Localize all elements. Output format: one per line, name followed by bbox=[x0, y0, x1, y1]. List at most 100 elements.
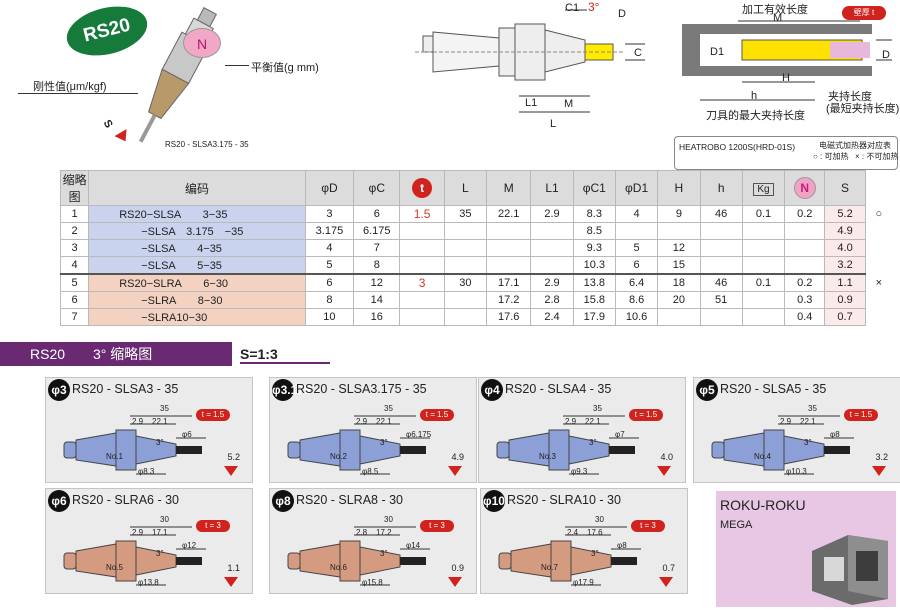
angle-value: 3° bbox=[591, 549, 599, 558]
holder-drawing bbox=[63, 415, 206, 475]
cell-m bbox=[486, 239, 532, 257]
cell-h bbox=[699, 256, 743, 275]
total-length: 35 bbox=[593, 404, 602, 413]
cell-s: 5.2 bbox=[824, 205, 866, 223]
angle-value: 3° bbox=[380, 549, 388, 558]
holder-illustration bbox=[138, 7, 218, 143]
m-value: 22.1 bbox=[152, 417, 168, 426]
l1-value: 2.9 bbox=[780, 417, 792, 426]
cell-d: 5 bbox=[304, 256, 355, 275]
cell-kg bbox=[741, 239, 786, 257]
holder-drawing bbox=[711, 415, 854, 475]
angle-value: 3° bbox=[156, 549, 164, 558]
cell-c: 16 bbox=[353, 308, 401, 326]
total-length: 35 bbox=[384, 404, 393, 413]
cell-l bbox=[443, 308, 488, 326]
cell-c: 14 bbox=[353, 291, 401, 309]
thickness-badge: t = 1.5 bbox=[844, 409, 878, 421]
cell-d1: 4 bbox=[614, 205, 659, 223]
wall-thickness-icon: t bbox=[412, 178, 433, 198]
cell-h bbox=[699, 239, 743, 257]
holder-drawing bbox=[63, 526, 206, 586]
c-value: φ8.5 bbox=[362, 467, 379, 476]
col-n: N bbox=[784, 170, 826, 206]
cell-c: 8 bbox=[353, 256, 401, 275]
dim-h-upper: H bbox=[782, 72, 790, 84]
angle-value: 3° bbox=[380, 438, 388, 447]
cell-code: −SLRA 8−30 bbox=[88, 291, 306, 309]
m-value: 22.1 bbox=[585, 417, 601, 426]
balance-label: 平衡值(g mm) bbox=[251, 62, 319, 74]
thickness-badge: t = 3 bbox=[196, 520, 230, 532]
cell-t: 3 bbox=[399, 273, 445, 292]
c-value: φ15.8 bbox=[362, 578, 383, 587]
cell-no: 1 bbox=[59, 205, 90, 223]
brand-sub: MEGA bbox=[720, 519, 753, 531]
cell-code: RS20−SLSA 3−35 bbox=[88, 205, 306, 223]
cell-code: −SLSA 3.175 −35 bbox=[88, 222, 306, 240]
cell-code: −SLRA10−30 bbox=[88, 308, 306, 326]
l1-value: 2.9 bbox=[132, 528, 144, 537]
thickness-badge: t = 1.5 bbox=[196, 409, 230, 421]
c-value: φ8.3 bbox=[138, 467, 155, 476]
cell-s: 4.9 bbox=[824, 222, 866, 240]
cell-no: 6 bbox=[59, 291, 90, 309]
cell-m: 17.1 bbox=[486, 273, 532, 292]
l1-value: 2.9 bbox=[356, 417, 368, 426]
balance-leader bbox=[225, 65, 249, 66]
col-code: 编码 bbox=[88, 170, 306, 206]
cell-no: 3 bbox=[59, 239, 90, 257]
cell-m: 17.6 bbox=[486, 308, 532, 326]
holder-drawing bbox=[287, 526, 430, 586]
cell-l1 bbox=[530, 222, 574, 240]
spec-table-header: 缩略图 编码 φD φC t L M L1 φC1 φD1 H h Kg N S bbox=[59, 170, 893, 206]
cell-H: 18 bbox=[657, 273, 701, 292]
cell-m: 22.1 bbox=[486, 205, 532, 223]
cell-heat bbox=[865, 292, 892, 309]
m-value: 22.1 bbox=[800, 417, 816, 426]
cell-d: 8 bbox=[304, 291, 355, 309]
deflection-arrow-icon bbox=[224, 466, 238, 476]
cell-t bbox=[399, 308, 445, 326]
heatrobo-note: HEATROBO 1200S(HRD-01S) 电磁式加热器对应表 ○ : 可加… bbox=[674, 136, 898, 170]
col-weight: Kg bbox=[741, 170, 786, 206]
min-clamp-label: (最短夹持长度) bbox=[826, 103, 900, 115]
col-d: φD bbox=[304, 170, 355, 206]
diameter-badge: φ3 bbox=[48, 379, 70, 401]
cell-c1: 8.3 bbox=[572, 205, 616, 223]
cell-n bbox=[784, 222, 826, 240]
col-heat bbox=[865, 170, 893, 206]
section-banner: RS20 3° 缩略图 bbox=[0, 342, 232, 366]
total-length: 35 bbox=[160, 404, 169, 413]
cell-heat bbox=[865, 240, 892, 257]
cell-n bbox=[784, 256, 826, 275]
cell-n: 0.4 bbox=[784, 308, 826, 326]
cell-H: 12 bbox=[657, 239, 701, 257]
cell-d: 3 bbox=[304, 205, 355, 223]
d-value: φ8 bbox=[830, 430, 840, 439]
diameter-badge: φ8 bbox=[272, 490, 294, 512]
cell-c1: 10.3 bbox=[572, 256, 616, 275]
cell-t bbox=[399, 291, 445, 309]
d-value: φ14 bbox=[406, 541, 421, 550]
cell-no: 2 bbox=[59, 222, 90, 240]
tool-number: No.6 bbox=[330, 563, 347, 572]
total-length: 35 bbox=[808, 404, 817, 413]
total-length: 30 bbox=[384, 515, 393, 524]
deflection-arrow-icon bbox=[448, 466, 462, 476]
cell-n bbox=[784, 239, 826, 257]
cell-l1 bbox=[530, 239, 574, 257]
cell-t bbox=[399, 222, 445, 240]
cell-l bbox=[443, 256, 488, 275]
cell-h bbox=[699, 222, 743, 240]
stiffness-value: 0.7 bbox=[662, 563, 675, 573]
heatrobo-note2: ○ : 可加热 bbox=[813, 152, 849, 161]
dim-m: M bbox=[564, 98, 574, 110]
cell-kg: 0.1 bbox=[741, 205, 786, 223]
cell-c1: 13.8 bbox=[572, 273, 616, 292]
